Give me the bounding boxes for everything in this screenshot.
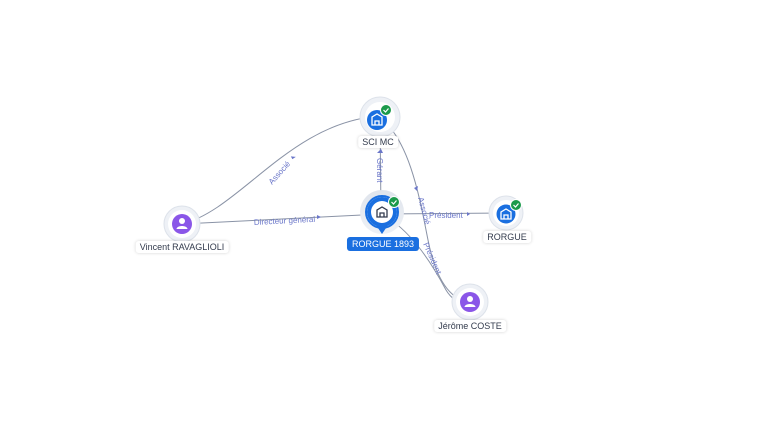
building-icon <box>371 113 383 126</box>
node-sci-mc[interactable] <box>359 96 401 138</box>
node-label-rorgue-1893[interactable]: RORGUE 1893 <box>346 237 420 251</box>
building-icon <box>376 206 388 218</box>
map-pin-icon <box>376 225 388 234</box>
arrow-icon <box>317 215 321 219</box>
edge-vincent-rorgue1893 <box>181 213 383 225</box>
node-label-rorgue[interactable]: RORGUE <box>483 231 531 243</box>
person-icon <box>464 296 476 307</box>
arrow-icon <box>414 186 418 191</box>
edge-label-associe-vincent: Associé <box>267 159 293 186</box>
node-rorgue-1893[interactable] <box>360 190 404 234</box>
verified-badge-icon <box>380 104 392 116</box>
node-label-vincent-ravaglioli[interactable]: Vincent RAVAGLIOLI <box>135 241 229 253</box>
verified-badge-icon <box>388 196 400 208</box>
node-label-jerome-coste[interactable]: Jérôme COSTE <box>434 320 506 332</box>
edge-label-president-jerome: Président <box>421 241 443 276</box>
edge-label-gerant: Gérant <box>375 158 384 183</box>
arrow-icon <box>290 156 296 160</box>
node-rorgue[interactable] <box>488 195 524 231</box>
verified-badge-icon <box>510 199 522 211</box>
building-icon <box>500 208 512 220</box>
person-icon <box>176 218 188 229</box>
edge-vincent-sci <box>181 115 381 225</box>
edge-label-president-rorgue: Président <box>429 211 464 220</box>
edge-label-directeur-general: Directeur général <box>254 215 316 227</box>
node-label-sci-mc[interactable]: SCI MC <box>358 136 398 148</box>
edge-label-associe-jerome: Associé <box>416 196 432 226</box>
node-jerome-coste[interactable] <box>451 283 489 321</box>
node-vincent-ravaglioli[interactable] <box>163 205 201 243</box>
edge-jerome-sci <box>379 117 471 303</box>
arrow-icon <box>377 149 383 153</box>
arrow-icon <box>467 212 470 216</box>
